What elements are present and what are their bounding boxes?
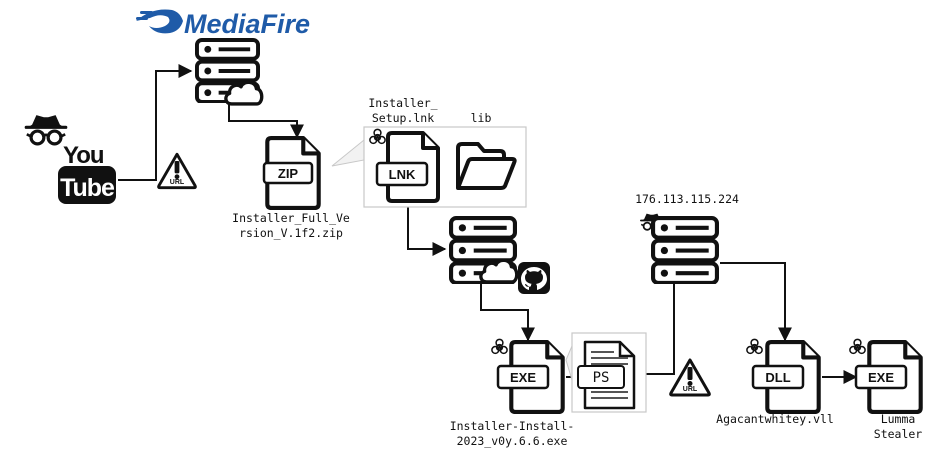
- cloud-icon: [224, 80, 264, 106]
- dll-badge: DLL: [765, 370, 790, 385]
- malicious-url-badge-2: URL: [669, 358, 711, 397]
- connectors: [118, 64, 858, 384]
- exe-filename-line1: Installer-Install-: [450, 419, 575, 433]
- connector-c2-to-dll: [720, 262, 792, 342]
- exe-badge: EXE: [510, 370, 536, 385]
- zip-file: ZIP Installer_Full_Ve rsion_V.1f2.zip: [232, 138, 350, 240]
- folder-icon: [456, 142, 517, 190]
- powershell-script: PS: [577, 340, 636, 410]
- zip-filename-line1: Installer_Full_Ve: [232, 211, 350, 225]
- biohazard-icon: [491, 338, 508, 355]
- malicious-url-badge-1: URL: [157, 152, 197, 190]
- lumma-label-line1: Lumma: [881, 412, 916, 426]
- mediafire-flame-icon: [136, 9, 183, 34]
- lumma-exe-badge: EXE: [868, 370, 894, 385]
- mediafire-wordmark: MediaFire: [184, 9, 310, 39]
- ps-badge: PS: [593, 370, 610, 386]
- lnk-filename-line1: Installer_: [368, 96, 437, 110]
- biohazard-icon: [849, 338, 866, 355]
- connector-mediafire-to-zip: [228, 101, 304, 139]
- lib-folder: lib: [456, 111, 517, 190]
- connector-ps-to-c2: [640, 280, 675, 375]
- c2-server: 176.113.115.224: [635, 192, 739, 283]
- youtube-logo-you: You: [63, 142, 104, 169]
- lumma-exe-file: EXE Lumma Stealer: [849, 338, 923, 441]
- zip-filename-line2: rsion_V.1f2.zip: [239, 226, 343, 240]
- youtube-logo-tube-box: [58, 166, 116, 204]
- github-server: [451, 218, 550, 294]
- lnk-badge: LNK: [389, 167, 416, 182]
- lnk-file: Installer_ Setup.lnk LNK: [368, 96, 440, 203]
- connector-github-server-to-exe: [480, 283, 535, 342]
- exe-filename-line2: 2023_v0y.6.6.exe: [457, 434, 568, 448]
- spy-icon: [24, 114, 68, 146]
- github-icon: [518, 262, 550, 294]
- lib-label: lib: [471, 111, 492, 125]
- dll-file: DLL Agacantwhitey.vll: [716, 338, 834, 426]
- cloud-icon: [479, 258, 519, 284]
- biohazard-icon: [746, 338, 763, 355]
- connector-lnk-to-github-server: [407, 203, 447, 256]
- connector-youtube-to-mediafire: [118, 64, 193, 181]
- server-icon: [653, 218, 717, 283]
- mediafire-logo: MediaFire: [136, 9, 310, 39]
- zip-badge: ZIP: [278, 166, 299, 181]
- c2-ip-address: 176.113.115.224: [635, 192, 739, 206]
- svg-text:URL: URL: [170, 179, 185, 186]
- mediafire-server: [195, 38, 264, 106]
- svg-text:URL: URL: [683, 386, 698, 393]
- lumma-label-line2: Stealer: [874, 427, 923, 441]
- lnk-filename-line2: Setup.lnk: [372, 111, 434, 125]
- youtube-source: You Tube: [24, 114, 116, 204]
- youtube-logo-tube: Tube: [60, 174, 115, 202]
- dll-filename: Agacantwhitey.vll: [716, 412, 834, 426]
- installer-exe-file: EXE Installer-Install- 2023_v0y.6.6.exe: [450, 338, 575, 448]
